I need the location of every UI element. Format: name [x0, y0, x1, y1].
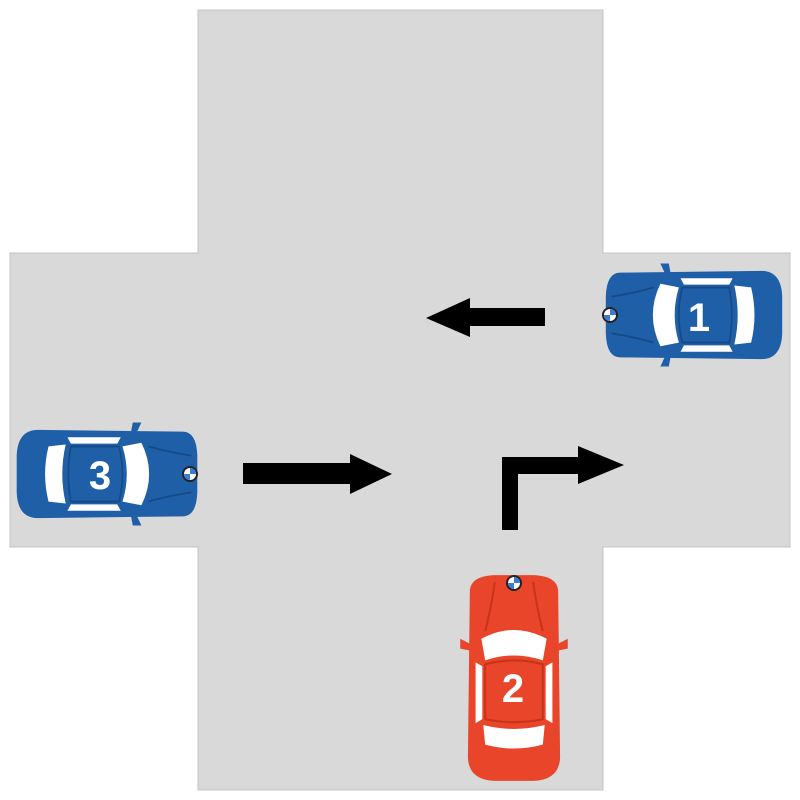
car-1 [605, 263, 783, 367]
road-intersection [9, 9, 791, 791]
brand-logo-icon [602, 307, 618, 323]
car-3 [16, 422, 198, 526]
straight-west-arrow [426, 298, 545, 337]
brand-logo-icon [506, 575, 522, 591]
car-2 [460, 575, 568, 781]
car-1-number: 1 [688, 296, 710, 340]
right-turn-arrow [502, 446, 624, 530]
brand-logo-icon [182, 466, 198, 482]
car-3-number: 3 [89, 454, 111, 498]
car-2-number: 2 [502, 667, 524, 711]
straight-east-arrow [243, 454, 392, 494]
